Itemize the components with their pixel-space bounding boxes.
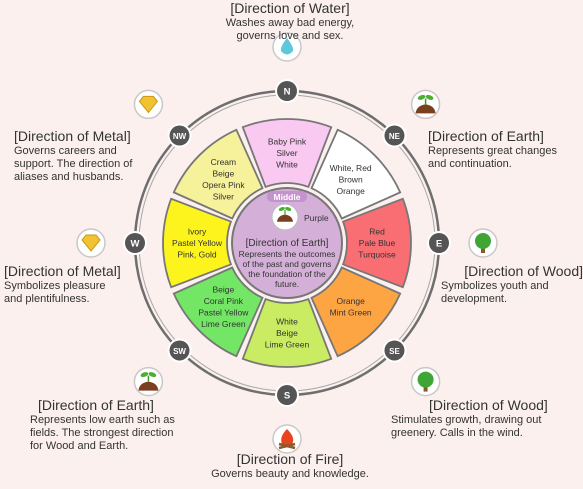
badge-sw (169, 340, 190, 361)
desc-w: [Direction of Metal] Symbolizes pleasure… (4, 263, 154, 306)
badge-se-label: SE (389, 347, 400, 356)
desc-w-text: Symbolizes pleasure and plentifulness. (4, 279, 106, 305)
badge-n-label: N (284, 87, 291, 98)
desc-w-title: [Direction of Metal] (4, 263, 121, 279)
badge-se (384, 340, 405, 361)
soil-mound (415, 104, 436, 114)
desc-s: [Direction of Fire] Governs beauty and k… (180, 451, 400, 481)
fire-icon (278, 429, 296, 450)
segment-se (310, 266, 402, 358)
segment-sw (172, 266, 264, 358)
icon-n (272, 32, 302, 62)
segment-n (241, 118, 333, 189)
sprout-leaf-left (417, 94, 426, 100)
icon-s (272, 424, 302, 454)
icon-ne (410, 89, 441, 120)
desc-e-title: [Direction of Wood] (464, 263, 583, 279)
tree-crown (475, 233, 491, 249)
desc-nw-title: [Direction of Metal] (14, 128, 131, 144)
badge-n (277, 81, 297, 101)
center-title: [Direction of Earth] (246, 238, 329, 249)
desc-s-text: Governs beauty and knowledge. (211, 467, 369, 480)
segment-ne (310, 128, 402, 220)
water-drop-icon (280, 38, 294, 55)
earth-sprout-icon-center (277, 207, 293, 222)
desc-nw: [Direction of Metal] Governs careers and… (14, 128, 164, 184)
badge-w-label: W (131, 239, 140, 250)
desc-s-title: [Direction of Fire] (236, 451, 344, 467)
icon-nw (133, 89, 164, 120)
sprout-leaf-right (425, 94, 434, 100)
desc-se-title: [Direction of Wood] (429, 397, 548, 413)
desc-e: [Direction of Wood] Symbolizes youth and… (441, 263, 583, 306)
badge-e (429, 233, 449, 253)
icon-se (410, 366, 441, 397)
segment-w (162, 197, 233, 289)
badge-e-label: E (436, 239, 442, 250)
badge-ne-label: NE (389, 132, 401, 141)
soil-mound (277, 214, 293, 222)
center-circle (231, 187, 343, 299)
center-color-name: Purple (304, 213, 329, 223)
soil-mound (138, 381, 159, 391)
sprout-leaf-left (278, 207, 285, 211)
icon-w (76, 228, 106, 258)
desc-nw-text: Governs careers and support. The directi… (14, 144, 133, 184)
desc-e-text: Symbolizes youth and development. (441, 279, 549, 305)
badge-s (277, 385, 297, 405)
diamond-icon (81, 234, 101, 252)
badge-sw-label: SW (173, 347, 186, 356)
desc-sw: [Direction of Earth] Represents low eart… (30, 397, 205, 453)
tree-icon (475, 233, 491, 253)
desc-n-text: Washes away bad energy, governs love and… (225, 16, 355, 42)
tree-icon (417, 371, 434, 392)
tree-crown (417, 371, 434, 388)
desc-ne-title: [Direction of Earth] (428, 128, 544, 144)
icon-sw (133, 366, 164, 397)
segment-e (341, 197, 412, 289)
desc-ne: [Direction of Earth] Represents great ch… (428, 128, 583, 171)
desc-n-title: [Direction of Water] (230, 0, 350, 16)
middle-badge-label: Middle (274, 192, 301, 202)
log-b (278, 442, 296, 450)
badge-w (125, 233, 145, 253)
middle-badge (267, 191, 307, 202)
badge-nw (169, 125, 190, 146)
sprout-leaf-right (285, 207, 292, 211)
earth-sprout-icon (138, 372, 159, 391)
earth-sprout-icon (415, 94, 436, 114)
icon-e (468, 228, 498, 258)
diamond-icon (138, 95, 159, 114)
segment-s (241, 297, 333, 368)
badge-nw-label: NW (173, 132, 187, 141)
flame (281, 429, 294, 446)
badge-s-label: S (284, 391, 290, 402)
desc-se-text: Stimulates growth, drawing out greenery.… (391, 413, 542, 439)
desc-n: [Direction of Water] Washes away bad ene… (190, 0, 390, 43)
desc-sw-title: [Direction of Earth] (38, 397, 154, 413)
desc-ne-text: Represents great changes and continuatio… (428, 144, 558, 170)
badge-ne (384, 125, 405, 146)
desc-sw-text: Represents low earth such as fields. The… (30, 413, 175, 453)
sprout-leaf-left (140, 372, 149, 378)
desc-se: [Direction of Wood] Stimulates growth, d… (391, 397, 581, 440)
segment-nw (172, 128, 264, 220)
sprout-leaf-right (148, 372, 157, 378)
